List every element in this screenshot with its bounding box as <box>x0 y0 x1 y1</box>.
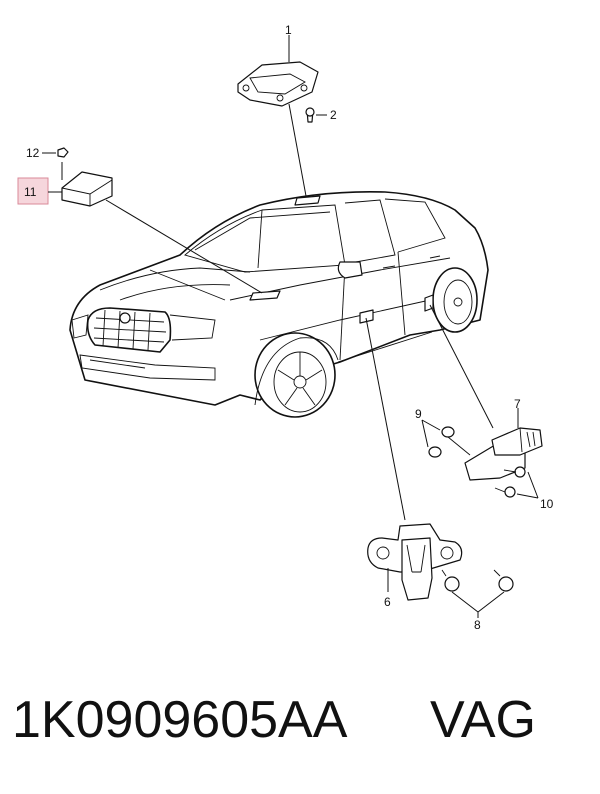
part-number: 1K0909605AA <box>12 691 348 749</box>
leader-lines <box>105 103 494 521</box>
part-1-control-unit <box>237 35 319 107</box>
part-2-screw <box>305 107 327 123</box>
footer: 1K0909605AA VAG <box>0 690 600 770</box>
callout-6: 6 <box>384 595 391 609</box>
callout-2: 2 <box>330 108 337 122</box>
callout-10: 10 <box>540 497 554 511</box>
highlight-box <box>17 177 49 205</box>
parts-diagram: 1 2 11 12 <box>17 23 554 632</box>
part-11-module <box>48 162 113 207</box>
callout-7: 7 <box>514 397 521 411</box>
callout-8: 8 <box>474 618 481 632</box>
brand-label: VAG <box>430 691 536 749</box>
callout-12: 12 <box>26 146 40 160</box>
car-illustration <box>69 190 489 418</box>
part-12-nut <box>42 147 69 158</box>
part-6-crash-sensor <box>367 523 514 618</box>
callout-9: 9 <box>415 407 422 421</box>
callout-1: 1 <box>285 23 292 37</box>
callout-11: 11 <box>24 185 37 199</box>
part-7-sensor-group <box>421 408 543 499</box>
